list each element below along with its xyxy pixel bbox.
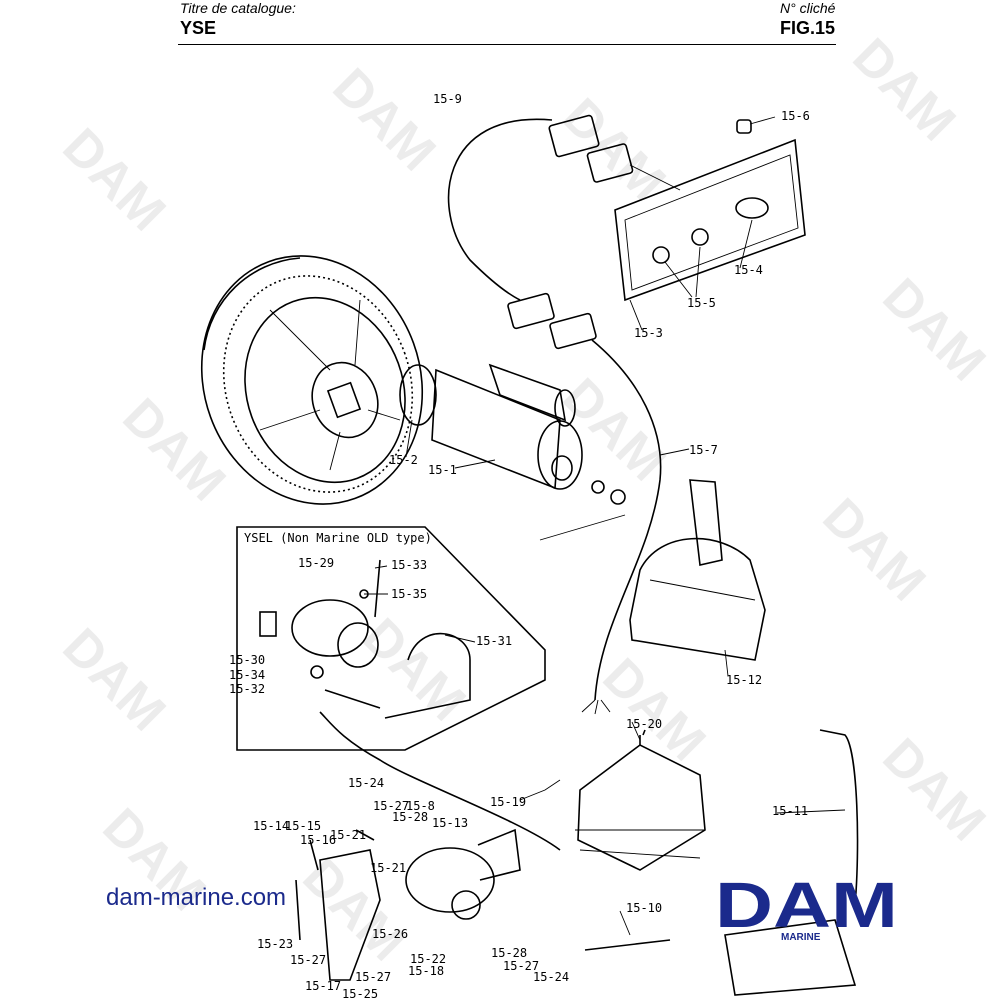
alternator-assembly <box>295 828 521 981</box>
callout-labels: 15-9 15-6 15-4 15-5 15-3 15-2 15-1 15-7 … <box>229 92 810 1000</box>
callout-15-9: 15-9 <box>433 92 462 106</box>
starter-motor <box>399 363 626 505</box>
leader-lines <box>364 116 846 936</box>
flywheel <box>200 255 424 505</box>
callout-15-27: 15-27 <box>503 959 539 973</box>
logo-subtext: MARINE <box>781 932 821 943</box>
callout-15-6: 15-6 <box>781 109 810 123</box>
callout-15-3: 15-3 <box>634 326 663 340</box>
callout-15-27: 15-27 <box>290 953 326 967</box>
watermark-text: DAM <box>352 607 477 732</box>
callout-15-23: 15-23 <box>257 937 293 951</box>
callout-15-11: 15-11 <box>772 804 808 818</box>
watermark-text: DAM <box>592 647 717 772</box>
logo-text: DAM <box>715 872 898 941</box>
callout-15-31: 15-31 <box>476 634 512 648</box>
callout-15-13: 15-13 <box>432 816 468 830</box>
voltage-regulator <box>575 729 706 871</box>
watermark-text: DAM <box>52 117 177 242</box>
catalog-title-value: YSE <box>180 18 217 38</box>
callout-15-29: 15-29 <box>298 556 334 570</box>
callout-15-12: 15-12 <box>726 673 762 687</box>
callout-15-17: 15-17 <box>305 979 341 993</box>
callout-15-1: 15-1 <box>428 463 457 477</box>
instrument-panel <box>614 119 806 302</box>
callout-15-24: 15-24 <box>348 776 384 790</box>
callout-15-5: 15-5 <box>687 296 716 310</box>
callout-15-2: 15-2 <box>389 453 418 467</box>
callout-15-33: 15-33 <box>391 558 427 572</box>
callout-15-28: 15-28 <box>491 946 527 960</box>
watermark-layer: DAM DAM DAM DAM DAM DAM DAM DAM DAM DAM … <box>52 27 997 972</box>
callout-15-15: 15-15 <box>285 819 321 833</box>
callout-15-14: 15-14 <box>253 819 289 833</box>
watermark-text: DAM <box>872 267 997 392</box>
callout-15-8: 15-8 <box>406 799 435 813</box>
control-lever-box <box>629 479 766 661</box>
plate-number-value: FIG.15 <box>780 18 836 38</box>
inset-panel: YSEL (Non Marine OLD type) <box>236 526 546 751</box>
dam-marine-logo: DAM MARINE <box>715 872 898 943</box>
website-link[interactable]: dam-marine.com <box>106 884 287 911</box>
callout-15-4: 15-4 <box>734 263 763 277</box>
battery-and-cables <box>584 729 859 996</box>
callout-15-34: 15-34 <box>229 668 265 682</box>
callout-15-27: 15-27 <box>373 799 409 813</box>
callout-15-18: 15-18 <box>408 964 444 978</box>
callout-15-27: 15-27 <box>355 970 391 984</box>
callout-15-21: 15-21 <box>370 861 406 875</box>
callout-15-30: 15-30 <box>229 653 265 667</box>
callout-15-19: 15-19 <box>490 795 526 809</box>
header-rule <box>178 44 836 45</box>
callout-15-28: 15-28 <box>392 810 428 824</box>
callout-15-20: 15-20 <box>626 717 662 731</box>
callout-15-10: 15-10 <box>626 901 662 915</box>
callout-15-25: 15-25 <box>342 987 378 1000</box>
callout-15-21: 15-21 <box>330 828 366 842</box>
callout-15-32: 15-32 <box>229 682 265 696</box>
watermark-text: DAM <box>322 57 447 182</box>
callout-15-26: 15-26 <box>372 927 408 941</box>
callout-15-35: 15-35 <box>391 587 427 601</box>
callout-15-16: 15-16 <box>300 833 336 847</box>
catalog-title-label: Titre de catalogue: <box>180 0 296 16</box>
callout-15-22: 15-22 <box>410 952 446 966</box>
callout-15-24: 15-24 <box>533 970 569 984</box>
watermark-text: DAM <box>872 727 997 852</box>
plate-number-label: N° cliché <box>780 0 836 16</box>
inset-title: YSEL (Non Marine OLD type) <box>244 531 432 545</box>
watermark-text: DAM <box>112 387 237 512</box>
watermark-text: DAM <box>842 27 967 152</box>
wiring-harness <box>319 114 681 851</box>
watermark-text: DAM <box>812 487 937 612</box>
watermark-text: DAM <box>52 617 177 742</box>
callout-15-7: 15-7 <box>689 443 718 457</box>
